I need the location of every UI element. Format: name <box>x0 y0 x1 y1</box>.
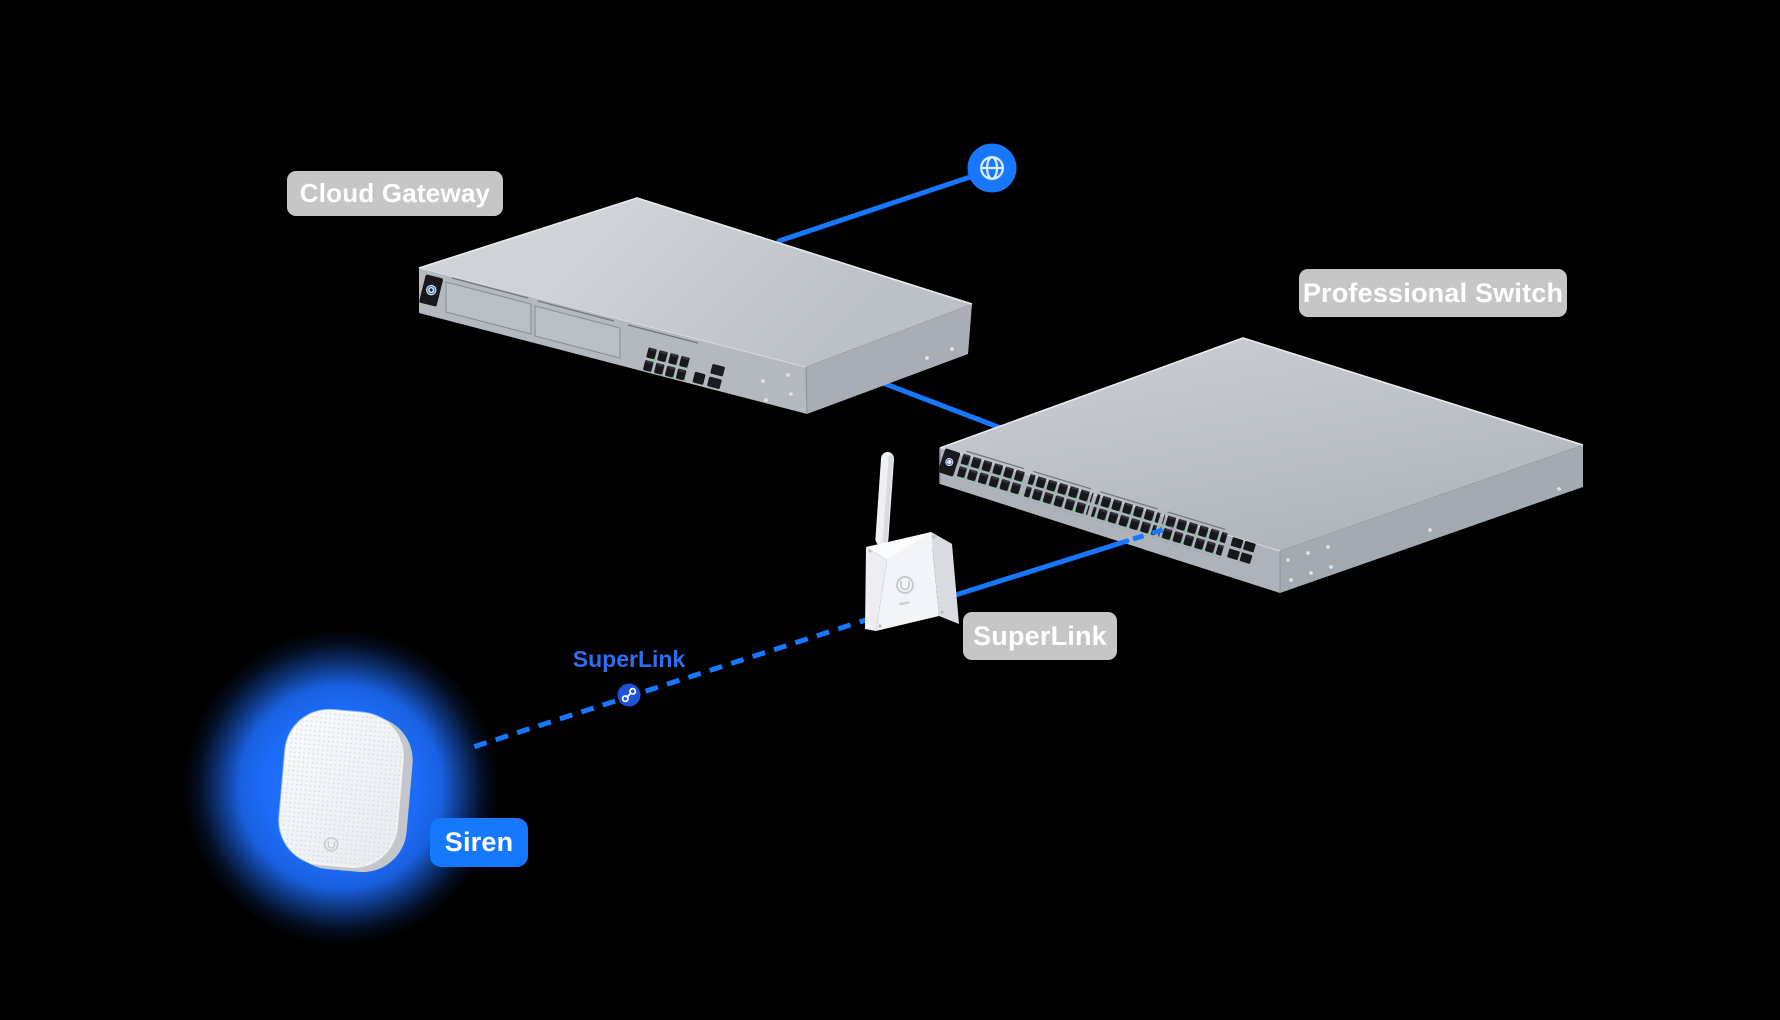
superlink-label: SuperLink <box>963 612 1117 660</box>
switch-display <box>938 448 961 477</box>
connection-switch-superlink <box>943 524 1173 601</box>
siren-logo <box>323 837 339 852</box>
switch-sfp-ports <box>1227 537 1256 564</box>
professional-switch-device <box>938 337 1584 593</box>
gateway-screws <box>761 347 954 402</box>
siren-label: Siren <box>430 818 528 867</box>
superlink-device <box>865 451 959 631</box>
siren-device <box>278 708 413 873</box>
professional-switch-label: Professional Switch <box>1299 269 1567 317</box>
siren-label-text: Siren <box>444 827 514 857</box>
switch-ports <box>956 450 1256 564</box>
superlink-mount-holes <box>868 535 944 628</box>
gateway-ports <box>641 346 725 389</box>
globe-icon <box>967 143 1017 193</box>
link-icon <box>617 683 641 707</box>
superlink-label-text: SuperLink <box>973 620 1107 651</box>
connection-superlink-siren <box>469 615 873 751</box>
superlink-antenna <box>875 451 895 546</box>
superlink-logo <box>896 576 914 594</box>
switch-screws <box>1286 487 1561 582</box>
superlink-connection-label: SuperLink <box>556 646 702 673</box>
professional-switch-label-text: Professional Switch <box>1302 277 1564 308</box>
gateway-display <box>419 274 443 307</box>
connection-internet-gateway <box>776 169 988 244</box>
superlink-connection-label-text: SuperLink <box>572 646 686 672</box>
cloud-gateway-label-text: Cloud Gateway <box>299 178 491 208</box>
cloud-gateway-device <box>418 197 973 415</box>
cloud-gateway-label: Cloud Gateway <box>287 171 503 216</box>
